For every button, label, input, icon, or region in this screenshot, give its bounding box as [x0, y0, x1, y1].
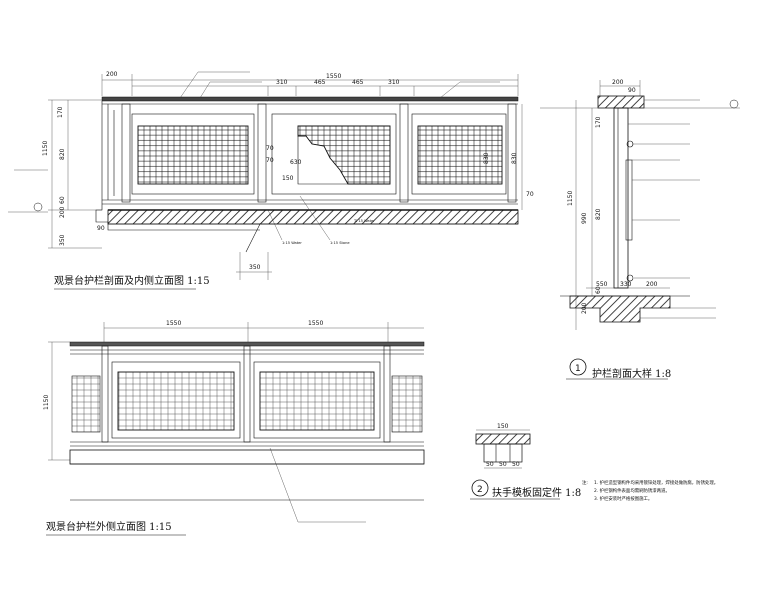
outer-dim-top-1550b: 1550	[308, 320, 323, 327]
note-1: 1. 护栏造型钢构件均采用镀锌处理，焊接处做防腐，防锈处理。	[594, 479, 718, 486]
dim-right-830a: 830	[511, 152, 518, 164]
dim-bottom-350: 350	[249, 264, 261, 271]
handrail-dim-50c: 50	[512, 461, 520, 468]
dim-top-465b: 465	[352, 79, 364, 86]
dim-right-830b: 830	[483, 152, 490, 164]
dim-left-820: 820	[59, 148, 66, 160]
detail-1-number: 1	[575, 364, 581, 374]
dim-top-310a: 310	[276, 79, 288, 86]
dim-inner-70b: 70	[266, 157, 274, 164]
dim-top-1550: 1550	[326, 73, 341, 80]
section-dim-left-1150: 1150	[567, 191, 574, 206]
annotation-3: TI 15 Water	[353, 219, 375, 223]
section-dim-top-90: 90	[628, 87, 636, 94]
outer-elevation-view: 1550 1550 1150 观景台护栏外侧立面图 1:15	[43, 320, 425, 536]
annotation-2: 1:15 Stone	[330, 241, 350, 245]
annotation-1: 1:15 Water	[282, 241, 302, 245]
handrail-dim-150: 150	[497, 423, 509, 430]
outer-elevation-title: 观景台护栏外侧立面图 1:15	[46, 520, 172, 533]
dim-top-465a: 465	[314, 79, 326, 86]
dim-inner-70a: 70	[266, 145, 274, 152]
dim-right-70: 70	[526, 191, 534, 198]
section-dim-left-170: 170	[595, 116, 602, 128]
dim-left-1150: 1150	[42, 141, 49, 156]
inner-elevation-view: 200 1550 310 465 465 310 630 150	[8, 71, 534, 290]
section-detail-title: 护栏剖面大样 1:8	[592, 367, 671, 380]
outer-dim-left-1150: 1150	[43, 395, 50, 410]
handrail-detail-view: 150 50 50 50 2 扶手模板固定件 1:8	[470, 423, 581, 500]
section-dim-bottom-330: 330	[620, 281, 632, 288]
dim-top-310b: 310	[388, 79, 400, 86]
section-dim-left-200: 200	[581, 302, 588, 314]
section-dim-left-60: 60	[595, 286, 602, 294]
outer-dim-top-1550a: 1550	[166, 320, 181, 327]
notes-heading: 注:	[582, 479, 588, 486]
section-detail-view: 200 90 1150	[540, 79, 740, 380]
dim-inner-90: 90	[97, 225, 105, 232]
section-dim-left-990: 990	[581, 212, 588, 224]
section-dim-top-200: 200	[612, 79, 624, 86]
dim-left-200: 200	[59, 206, 66, 218]
general-notes: 注: 1. 护栏造型钢构件均采用镀锌处理，焊接处做防腐，防锈处理。 2. 护栏钢…	[582, 479, 718, 502]
dim-left-170: 170	[57, 106, 64, 118]
dim-left-60: 60	[59, 196, 66, 204]
handrail-dim-50a: 50	[486, 461, 494, 468]
section-dim-left-820: 820	[595, 208, 602, 220]
dim-inner-630: 630	[290, 159, 302, 166]
handrail-detail-title: 扶手模板固定件 1:8	[492, 486, 581, 499]
detail-2-bubble	[471, 479, 489, 497]
dim-left-350: 350	[59, 234, 66, 246]
section-dim-bottom-550: 550	[596, 281, 608, 288]
detail-2-number: 2	[477, 485, 483, 495]
dim-top-200: 200	[106, 71, 118, 78]
note-3: 3. 护栏安装时严格按图施工。	[594, 495, 652, 502]
detail-1-bubble	[569, 358, 587, 376]
note-2: 2. 护栏钢构件表面均需刷防锈漆两道。	[594, 487, 670, 494]
section-dim-bottom-200: 200	[646, 281, 658, 288]
handrail-dim-50b: 50	[499, 461, 507, 468]
inner-elevation-title: 观景台护栏剖面及内侧立面图 1:15	[54, 274, 210, 287]
dim-inner-150: 150	[282, 175, 294, 182]
